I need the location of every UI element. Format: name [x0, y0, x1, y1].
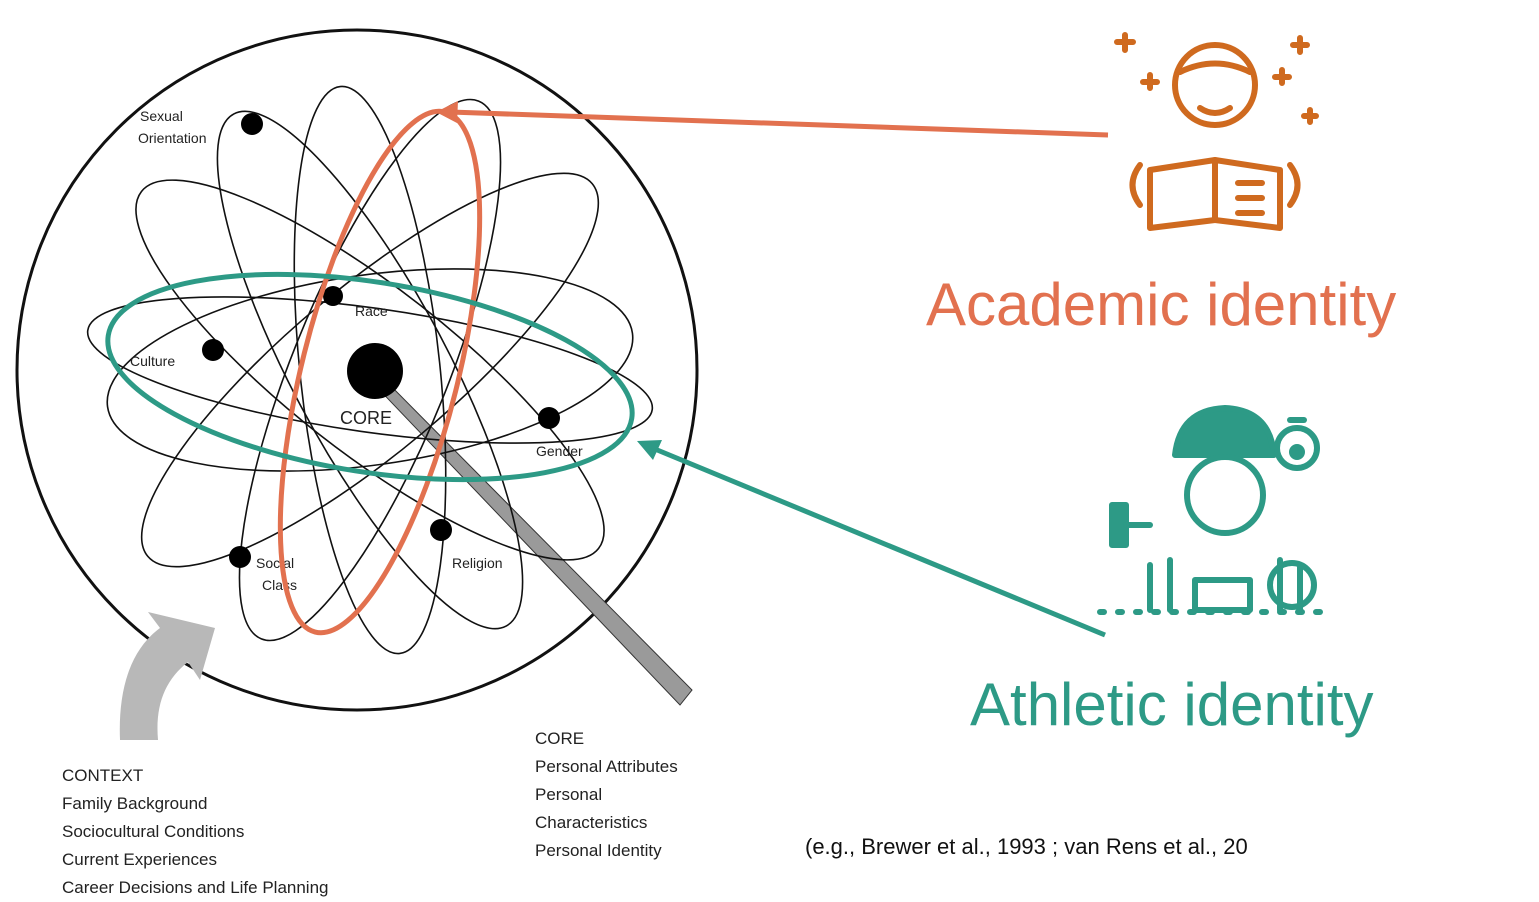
context-arrow-icon: [119, 612, 215, 740]
athletic-arrowhead-icon: [637, 440, 662, 460]
academic-identity-label: Academic identity: [926, 271, 1397, 338]
athletic-arrow: [649, 444, 1106, 638]
citation-text: (e.g., Brewer et al., 1993 ; van Rens et…: [805, 834, 1248, 859]
core-list: CORE Personal Attributes Personal Charac…: [535, 725, 678, 865]
nodes: [202, 113, 560, 568]
node-social-class: [229, 546, 251, 568]
node-religion: [430, 519, 452, 541]
node-culture: [202, 339, 224, 361]
context-list: CONTEXT Family Background Sociocultural …: [62, 762, 329, 902]
label-culture: Culture: [130, 353, 175, 369]
label-religion: Religion: [452, 555, 503, 571]
context-line: CONTEXT: [62, 766, 144, 785]
node-sexual-orientation: [241, 113, 263, 135]
node-race: [323, 286, 343, 306]
student-reading-icon: [1114, 32, 1319, 231]
core-node: [347, 343, 403, 399]
athletic-highlight-ellipse: [105, 271, 635, 483]
athletic-identity-label: Athletic identity: [970, 671, 1374, 738]
core-line: CORE: [535, 729, 585, 748]
academic-arrow: [449, 109, 1109, 138]
label-orientation: Orientation: [138, 130, 206, 146]
context-circle: [15, 28, 699, 712]
label-gender: Gender: [536, 443, 583, 459]
context-line: Current Experiences: [62, 850, 217, 869]
core-line: Personal Attributes: [535, 757, 678, 776]
athlete-icon: [1097, 405, 1333, 615]
label-sexual: Sexual: [140, 108, 183, 124]
label-social: Social: [256, 555, 294, 571]
core-pointer: [371, 374, 693, 706]
label-core: CORE: [340, 408, 392, 428]
label-class: Class: [262, 577, 297, 593]
core-line: Characteristics: [535, 813, 648, 832]
context-line: Family Background: [62, 794, 208, 813]
label-race: Race: [355, 303, 388, 319]
academic-arrowhead-icon: [436, 101, 458, 123]
context-line: Career Decisions and Life Planning: [62, 878, 329, 897]
core-line: Personal: [535, 785, 603, 804]
context-line: Sociocultural Conditions: [62, 822, 245, 841]
node-gender: [538, 407, 560, 429]
core-line: Personal Identity: [535, 841, 662, 860]
